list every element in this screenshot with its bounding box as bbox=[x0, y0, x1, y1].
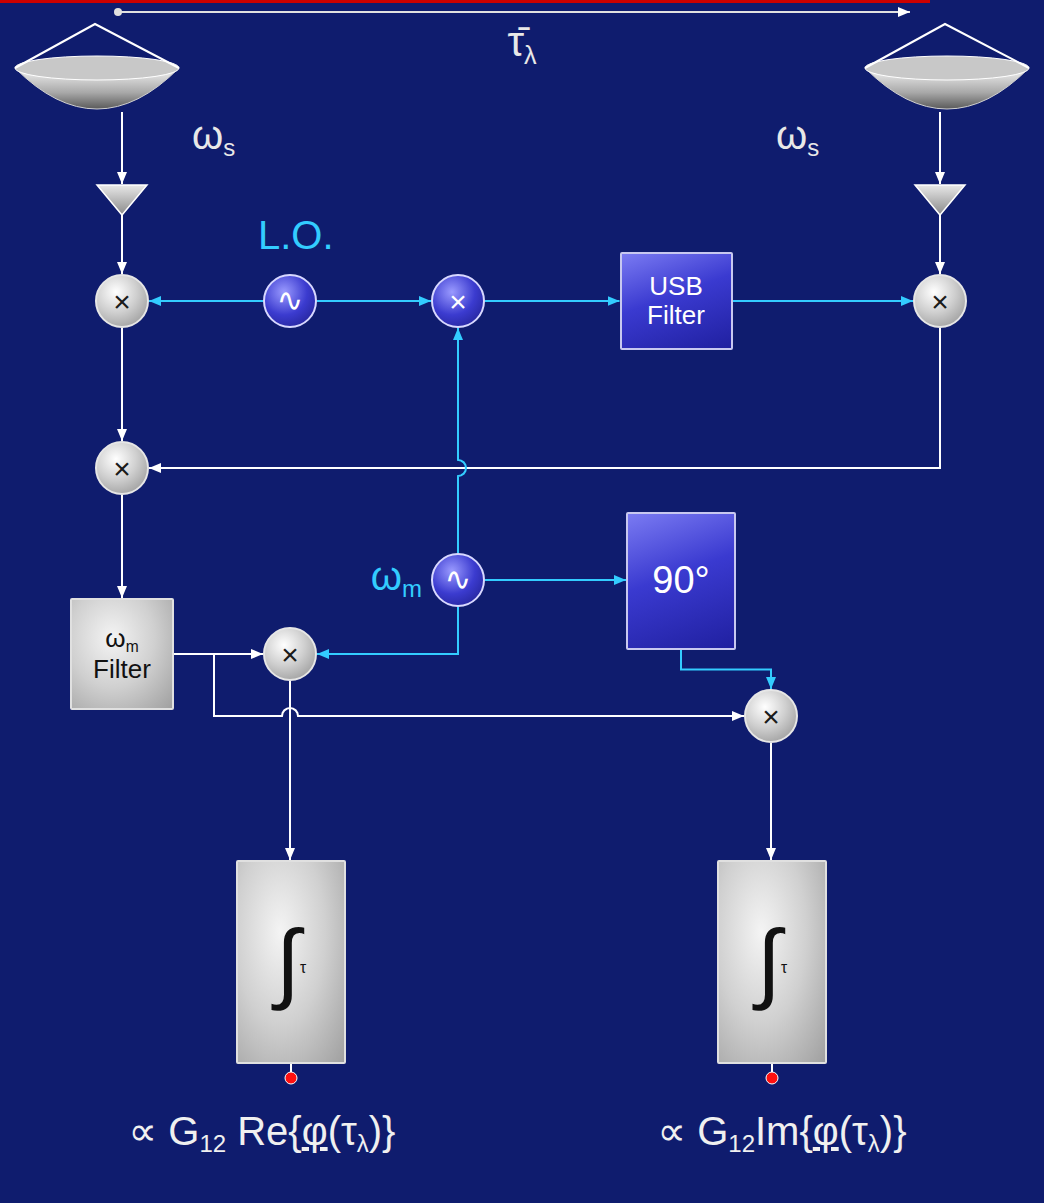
node-text: ∫τ bbox=[276, 913, 306, 1010]
delay-label: τ̄λ bbox=[507, 18, 536, 70]
signal-wire bbox=[939, 112, 941, 184]
signal-connector bbox=[121, 328, 123, 441]
oscillator-circle: ∿ bbox=[263, 274, 317, 328]
node-text: × bbox=[113, 452, 131, 485]
node-text: ωm Filter bbox=[76, 624, 168, 683]
integrator-box: ∫τ bbox=[717, 860, 827, 1064]
node-text: × bbox=[113, 285, 131, 318]
oscillator-circle: ∿ bbox=[431, 553, 485, 607]
integrator-box: ∫τ bbox=[236, 860, 346, 1064]
node-text: ∿ bbox=[445, 562, 472, 597]
mixer-circle: × bbox=[744, 689, 798, 743]
mixer-circle: × bbox=[263, 627, 317, 681]
output-terminal bbox=[766, 1072, 778, 1084]
lo-connector bbox=[485, 300, 620, 302]
lo-connector bbox=[149, 300, 263, 302]
node-text: × bbox=[449, 285, 467, 318]
node-text: USB Filter bbox=[626, 272, 727, 329]
frequency-label: ωs bbox=[192, 112, 235, 162]
mixer-circle: × bbox=[95, 274, 149, 328]
baseline-arrow bbox=[118, 11, 910, 13]
signal-connector bbox=[770, 743, 772, 860]
mixer-circle: × bbox=[913, 274, 967, 328]
node-text: × bbox=[931, 285, 949, 318]
antenna-dish bbox=[15, 24, 179, 109]
amplifier-symbol bbox=[915, 185, 965, 215]
oscillator-label: L.O. bbox=[258, 212, 334, 258]
output-wire bbox=[290, 1064, 292, 1072]
signal-connector bbox=[174, 654, 744, 716]
feed-support bbox=[15, 24, 179, 68]
signal-wire bbox=[121, 112, 123, 184]
mixer-circle: × bbox=[431, 274, 485, 328]
node-text: ∫τ bbox=[757, 913, 787, 1010]
mixer-circle: × bbox=[95, 441, 149, 495]
amplifier-symbol bbox=[97, 185, 147, 215]
filter-box: ωm Filter bbox=[70, 598, 174, 710]
phase-shift-box: 90° bbox=[626, 512, 736, 650]
node-text: × bbox=[762, 700, 780, 733]
dish-rim bbox=[15, 56, 179, 80]
antenna-dish bbox=[865, 24, 1029, 109]
signal-connector bbox=[289, 681, 291, 860]
output-terminal bbox=[285, 1072, 297, 1084]
feed-support bbox=[865, 24, 1029, 68]
lo-connector bbox=[485, 579, 626, 581]
signal-wire bbox=[121, 215, 123, 274]
lo-connector bbox=[681, 650, 771, 689]
lo-connector bbox=[317, 607, 458, 654]
output-formula: ∝ G12 Re{φ(τλ)} bbox=[129, 1108, 396, 1158]
lo-connector bbox=[458, 328, 466, 553]
lo-connector bbox=[733, 300, 914, 302]
node-text: × bbox=[281, 638, 299, 671]
dish-rim bbox=[865, 56, 1029, 80]
signal-connector bbox=[149, 328, 940, 468]
filter-box: USB Filter bbox=[620, 252, 733, 350]
signal-wire bbox=[939, 215, 941, 274]
output-formula: ∝ G12Im{φ(τλ)} bbox=[657, 1108, 906, 1158]
signal-connector bbox=[121, 495, 123, 598]
oscillator-label: ωm bbox=[371, 553, 422, 603]
frequency-label: ωs bbox=[776, 112, 819, 162]
output-wire bbox=[771, 1064, 773, 1072]
node-text: 90° bbox=[652, 560, 709, 602]
lo-connector bbox=[317, 300, 431, 302]
node-text: ∿ bbox=[277, 283, 304, 318]
header-rule bbox=[0, 0, 930, 3]
